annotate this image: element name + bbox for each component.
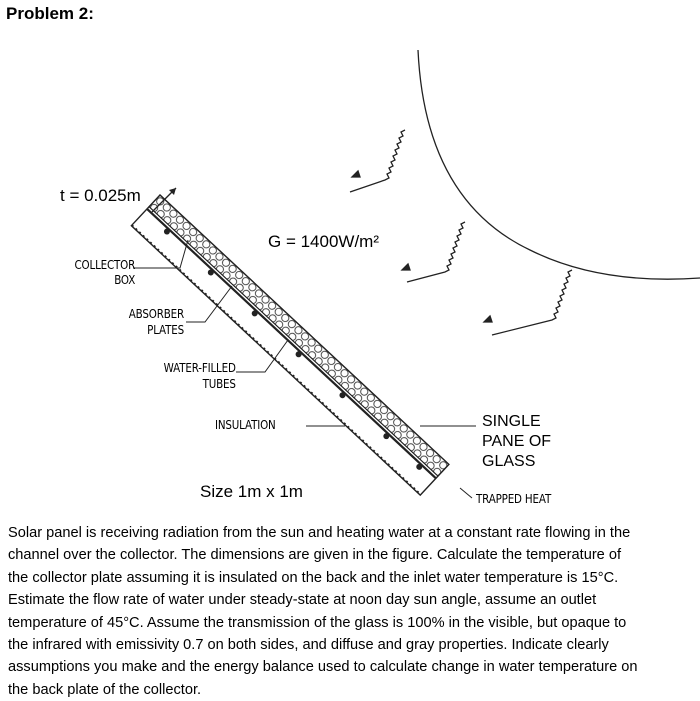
problem-title: Problem 2: — [6, 4, 94, 23]
irradiance-label: G = 1400W/m² — [268, 232, 380, 251]
leader-lines — [133, 239, 476, 499]
statement-line: the back plate of the collector. — [8, 681, 202, 698]
problem-statement: Solar panel is receiving radiation from … — [8, 522, 692, 701]
solar-collector-figure — [130, 49, 700, 499]
statement-line: the collector plate assuming it is insul… — [8, 569, 619, 586]
statement-line: the infrared with emissivity 0.7 on both… — [8, 637, 609, 654]
statement-line: Estimate the flow rate of water under st… — [8, 592, 597, 609]
statement-line: Solar panel is receiving radiation from … — [8, 525, 631, 541]
trapped-heat-label: TRAPPED HEAT — [476, 492, 552, 506]
thickness-label: t = 0.025m — [60, 186, 141, 205]
size-label: Size 1m x 1m — [200, 482, 303, 501]
sun-arc — [417, 49, 700, 280]
statement-line: assumptions you make and the energy bala… — [8, 659, 638, 676]
statement-line: temperature of 45°C. Assume the transmis… — [8, 614, 627, 631]
statement-line: channel over the collector. The dimensio… — [8, 547, 622, 564]
radiation-arrows-icon — [349, 129, 573, 336]
insulation-label: INSULATION — [215, 418, 276, 432]
collector-box — [130, 194, 450, 497]
